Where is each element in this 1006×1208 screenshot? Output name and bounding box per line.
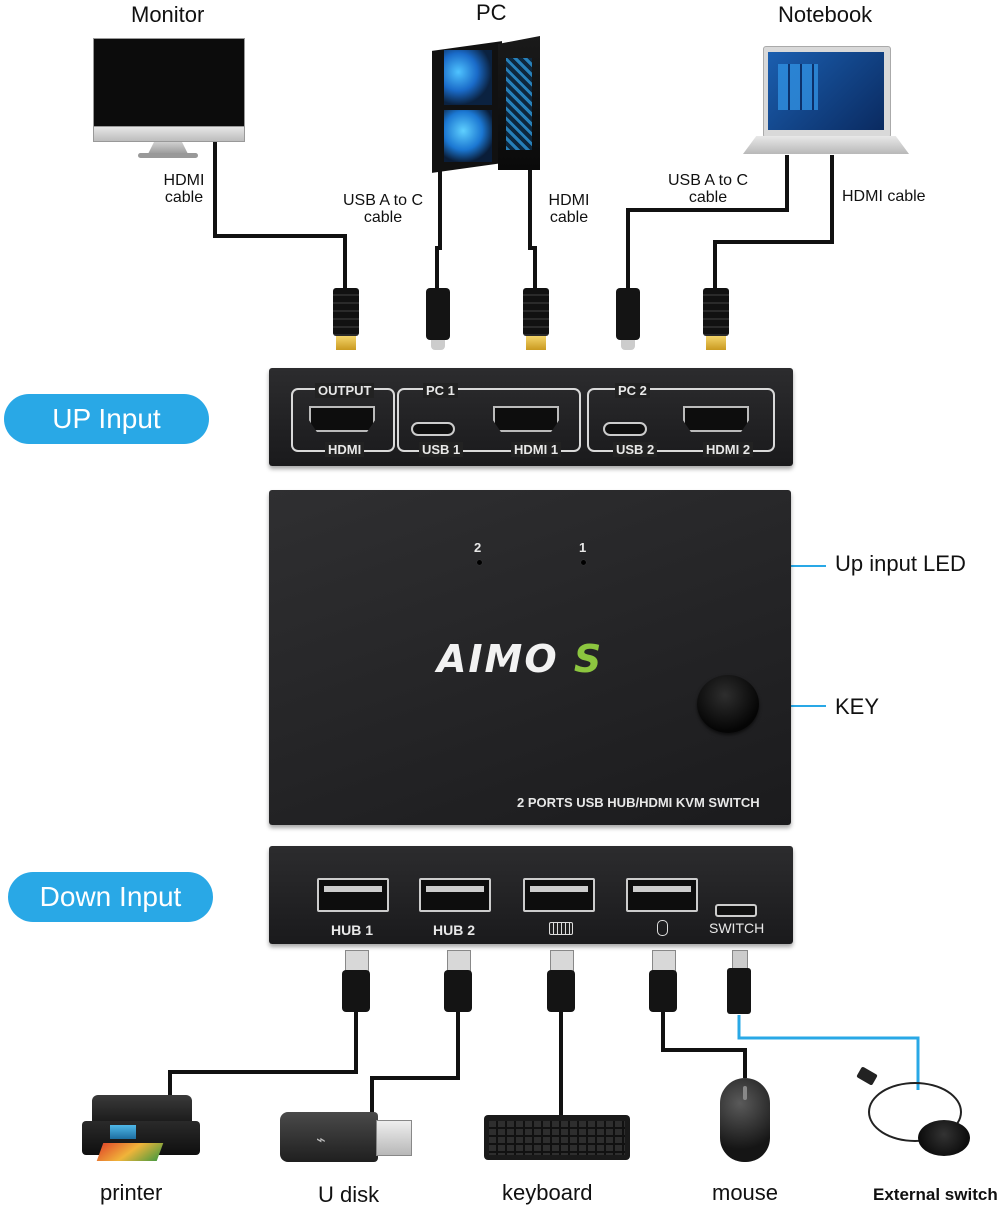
switch-key-button[interactable] (697, 675, 759, 733)
usb-disk-icon: ⌁ (280, 1112, 412, 1164)
led-1-indicator (581, 560, 586, 565)
keyboard-port[interactable] (523, 878, 595, 912)
mouse-port[interactable] (626, 878, 698, 912)
mouse-icon (720, 1078, 770, 1162)
usb-a-plug-icon (342, 950, 370, 1018)
usb-a-plug-icon (444, 950, 472, 1018)
switch-port[interactable] (715, 904, 757, 917)
output-port-label: HDMI (325, 442, 365, 457)
usb2-port[interactable] (603, 422, 647, 436)
keyboard-icon (484, 1115, 630, 1160)
pc2-title: PC 2 (615, 383, 650, 398)
hub1-port[interactable] (317, 878, 389, 912)
micro-usb-plug-icon (727, 950, 751, 1018)
kvm-rear-panel: OUTPUT HDMI PC 1 USB 1 HDMI 1 PC 2 USB 2… (269, 368, 793, 466)
printer-icon (82, 1095, 202, 1165)
led-2-indicator (477, 560, 482, 565)
hdmi-plug-icon (333, 288, 359, 358)
udisk-label: U disk (318, 1182, 380, 1207)
monitor-label: Monitor (131, 2, 205, 27)
keyboard-label: keyboard (502, 1180, 593, 1205)
keyboard-port-icon (549, 922, 573, 935)
model-label: 2 PORTS USB HUB/HDMI KVM SWITCH (517, 795, 760, 810)
usb-a-plug-icon (649, 950, 677, 1018)
hdmi2-label: HDMI 2 (703, 442, 754, 457)
kvm-switch-top: 2 1 AIMO S 2 PORTS USB HUB/HDMI KVM SWIT… (269, 490, 791, 825)
notebook-icon (743, 46, 913, 158)
pc1-port-group (397, 388, 581, 452)
output-title: OUTPUT (315, 383, 375, 398)
led-1-label: 1 (579, 540, 587, 555)
hub2-label: HUB 2 (433, 922, 476, 938)
mouse-port-icon (657, 920, 668, 936)
switch-port-label: SWITCH (709, 920, 765, 936)
pc-tower-icon (432, 28, 542, 173)
mouse-label: mouse (712, 1180, 779, 1205)
up-input-pill: UP Input (4, 394, 209, 444)
brand-logo: AIMO S (437, 637, 604, 681)
usbc-plug-icon (426, 288, 450, 358)
hdmi1-label: HDMI 1 (511, 442, 562, 457)
hdmi2-port[interactable] (683, 406, 749, 432)
usb1-port[interactable] (411, 422, 455, 436)
hdmi-plug-icon (523, 288, 549, 358)
led-callout-label: Up input LED (835, 551, 966, 576)
notebook-hdmi-cable-label: HDMI cable (842, 188, 926, 205)
notebook-label: Notebook (778, 2, 873, 27)
kvm-front-panel: HUB 1 HUB 2 SWITCH (269, 846, 793, 944)
monitor-icon (93, 38, 245, 162)
hdmi-output-port[interactable] (309, 406, 375, 432)
usb-a-plug-icon (547, 950, 575, 1018)
hdmi-plug-icon (703, 288, 729, 358)
pc2-port-group (587, 388, 775, 452)
printer-label: printer (100, 1180, 163, 1205)
hub2-port[interactable] (419, 878, 491, 912)
usb1-label: USB 1 (419, 442, 464, 457)
usbc-plug-icon (616, 288, 640, 358)
hub1-label: HUB 1 (331, 922, 374, 938)
key-callout-label: KEY (835, 694, 880, 719)
external-switch-icon (856, 1066, 970, 1160)
led-2-label: 2 (474, 540, 482, 555)
brand-logo-s: S (573, 637, 604, 681)
usb2-label: USB 2 (613, 442, 658, 457)
pc1-title: PC 1 (423, 383, 458, 398)
down-input-pill: Down Input (8, 872, 213, 922)
pc-label: PC (476, 0, 507, 25)
hdmi1-port[interactable] (493, 406, 559, 432)
external-switch-label: External switch (873, 1185, 998, 1204)
